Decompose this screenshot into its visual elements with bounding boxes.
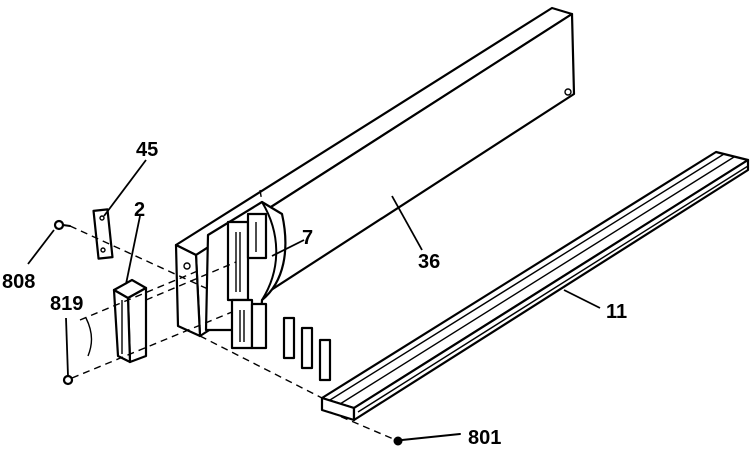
callout-2: 2	[134, 199, 145, 221]
bracket-part-7	[204, 200, 287, 350]
callout-7: 7	[302, 227, 313, 249]
callout-36: 36	[418, 251, 440, 273]
plate-part-45	[92, 208, 114, 260]
end-cap-part-2	[112, 278, 148, 364]
assembly-guide-lines	[69, 189, 399, 442]
callout-801: 801	[468, 427, 501, 449]
panel-part-36	[174, 6, 576, 338]
screw-part-808	[53, 219, 71, 231]
rail-part-11	[320, 150, 750, 422]
callout-808: 808	[2, 271, 35, 293]
leader-lines	[27, 159, 601, 377]
panel-clips	[282, 316, 332, 382]
screw-part-819	[62, 374, 74, 386]
callout-819: 819	[50, 293, 83, 315]
callout-11: 11	[606, 301, 627, 323]
callout-45: 45	[136, 139, 158, 161]
screw-part-801	[393, 433, 461, 446]
